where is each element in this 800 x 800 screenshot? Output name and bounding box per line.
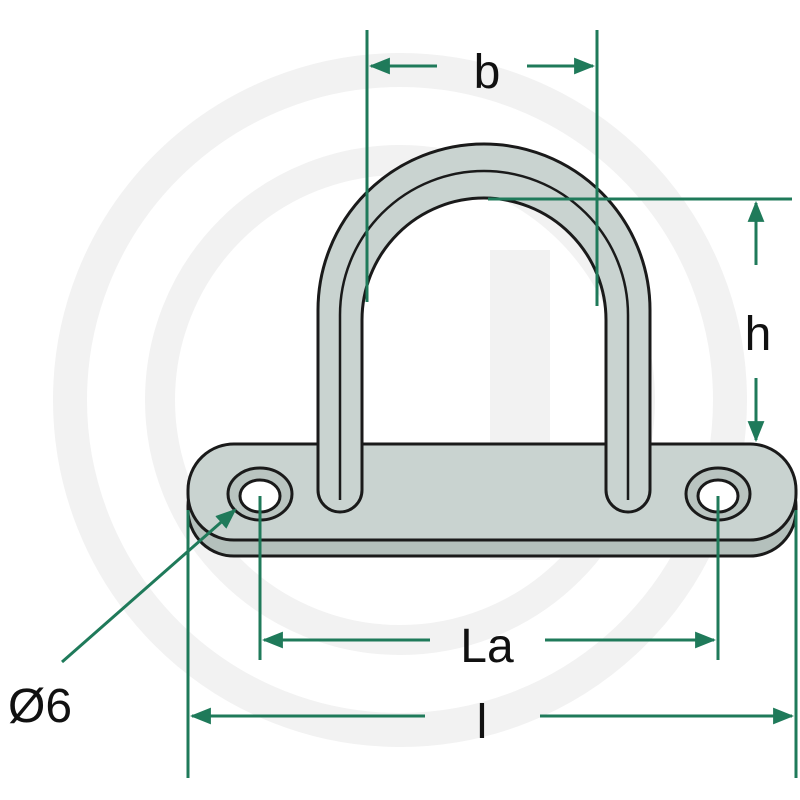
dimension-b-label: b: [474, 46, 501, 99]
u-bar-highlight: [338, 169, 630, 500]
dimension-h: [488, 197, 792, 443]
hole-diameter-leader: [61, 508, 237, 664]
dimension-la-label: La: [460, 620, 514, 673]
dimension-b: [365, 30, 599, 306]
dimension-h-label: h: [745, 308, 772, 361]
u-bar: [316, 142, 652, 514]
mounting-hole-left: [226, 466, 294, 522]
dimension-l: [186, 510, 798, 778]
dimension-l-label: l: [477, 696, 488, 749]
dimension-la: [258, 496, 720, 660]
hole-diameter-label: Ø6: [8, 680, 72, 733]
